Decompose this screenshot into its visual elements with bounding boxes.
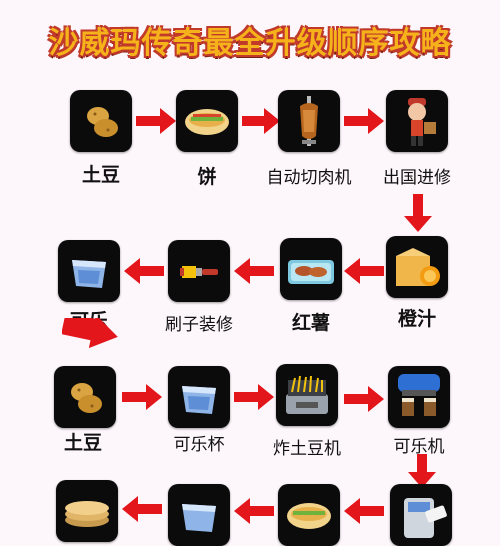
potato-icon [70,90,132,152]
arrow-right [136,108,176,134]
cola-cup-icon [168,366,230,428]
step-label-potato: 土豆 [81,164,120,186]
step-label-cola-machine: 可乐机 [393,437,445,457]
step-label-orange-juice: 橙汁 [397,308,436,330]
step-label-potato: 土豆 [63,432,102,454]
arrow-right [122,384,162,410]
cola-cup-icon [168,484,230,546]
arrow-left [124,258,164,284]
arrow-right [344,108,384,134]
step-label-fryer: 炸土豆机 [273,439,341,459]
sweet-potato-icon [280,238,342,300]
cola-cup-icon [58,240,120,302]
arrow-right [242,108,280,134]
potato-icon [54,366,116,428]
cola-machine-icon [388,366,450,428]
step-label-brush-decor: 刷子装修 [165,315,233,335]
arrow-left [122,496,162,522]
orange-juice-icon [386,236,448,298]
brush-icon [168,240,230,302]
page-title: 沙威玛传奇最全升级顺序攻略 [48,26,452,61]
arrow-left [344,498,384,524]
fryer-icon [276,364,338,426]
arrow-left [234,498,274,524]
step-label-bread: 饼 [197,166,217,188]
arrow-left [234,258,274,284]
step-label-sweet-potato: 红薯 [291,312,330,334]
meat-slicer-icon [278,90,340,152]
step-label-cola-cup: 可乐杯 [173,435,225,455]
step-label-auto-slicer: 自动切肉机 [266,168,352,188]
step-label-abroad-training: 出国进修 [383,168,451,188]
arrow-down [404,194,432,232]
chef-icon [386,90,448,152]
bread-icon [278,484,340,546]
arrow-right [344,386,384,412]
arrow-down [408,454,436,488]
arrow-down-right [62,318,118,348]
arrow-right [234,384,274,410]
bread-icon [176,90,238,152]
card-machine-icon [390,484,452,546]
arrow-left [344,258,384,284]
pita-stack-icon [56,480,118,542]
